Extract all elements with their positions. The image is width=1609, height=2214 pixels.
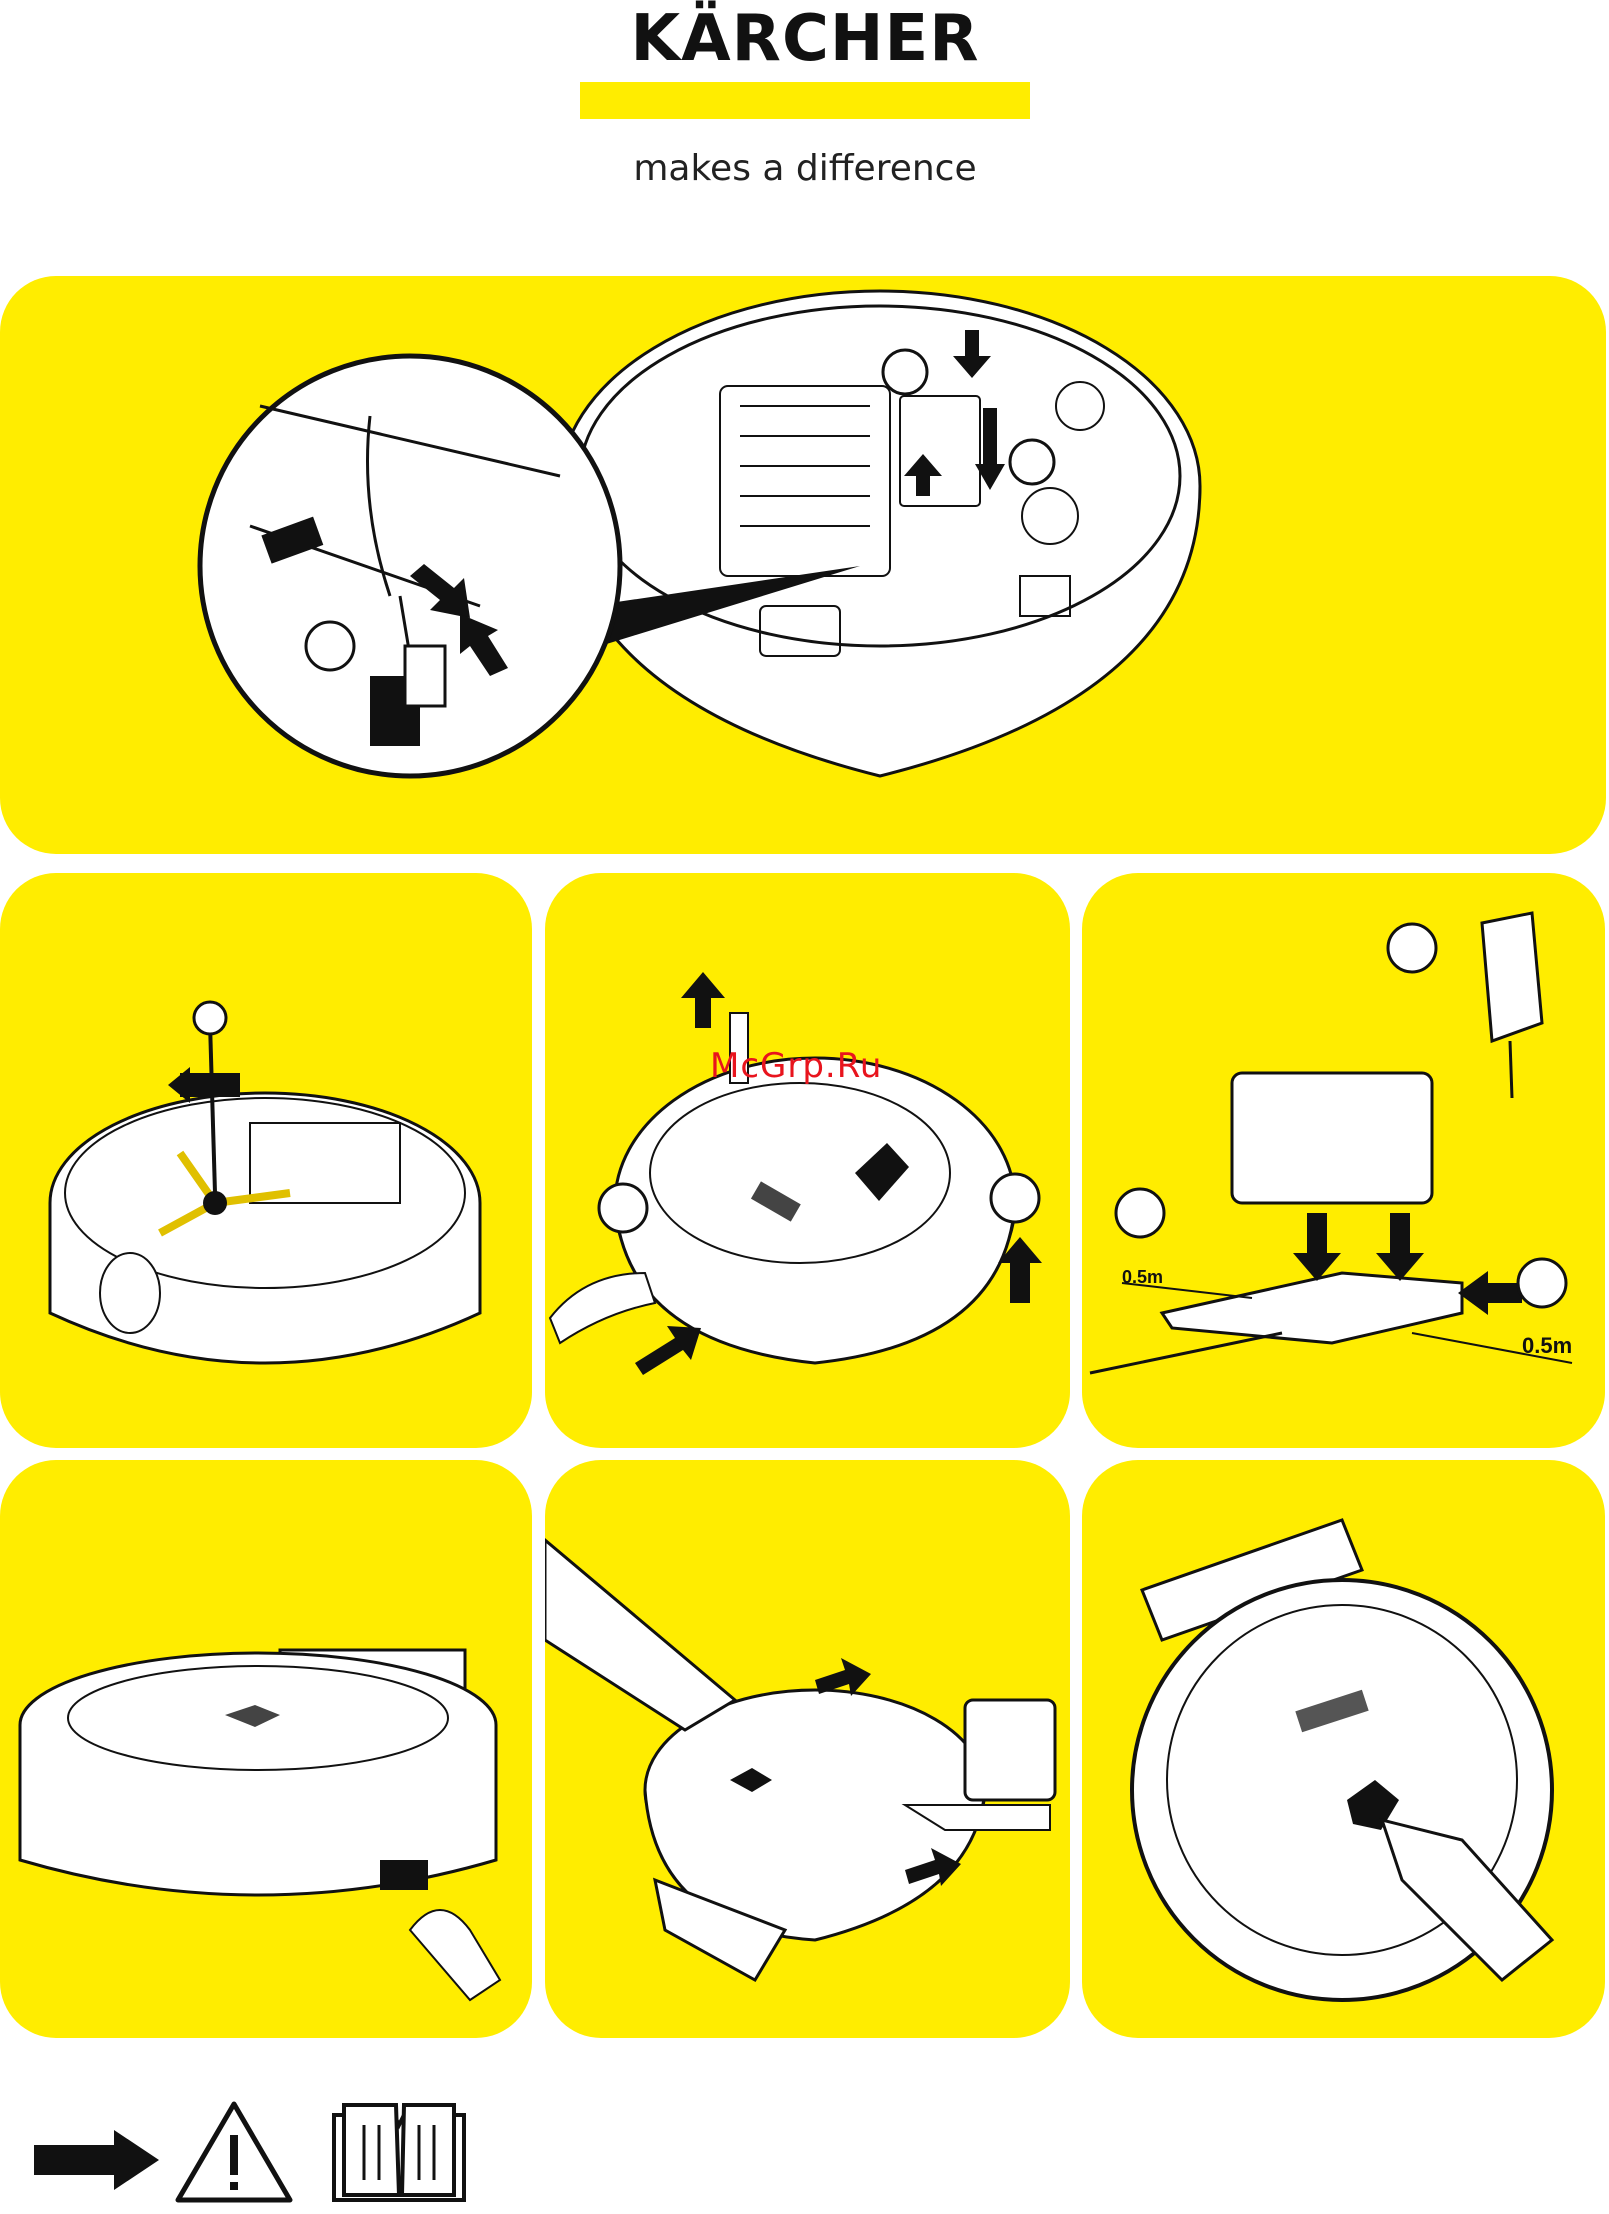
arrow-right-icon (34, 2130, 164, 2190)
distance-label-right: 0.5m (1522, 1333, 1572, 1358)
step-panel-protective-strips (545, 873, 1070, 1448)
footer-icon-row (34, 2100, 474, 2205)
charging-station-icon (1232, 1073, 1432, 1203)
step-panel-side-brush (0, 873, 532, 1448)
step-panel-base-station-setup: 0.5m 0.5m (1082, 873, 1605, 1448)
step-panel-place-on-station (545, 1460, 1070, 2038)
warning-icon (174, 2100, 294, 2205)
power-adapter-icon (1482, 913, 1542, 1041)
step-panel-battery-connection (0, 276, 1606, 854)
hand-icon (545, 1540, 735, 1730)
step-panel-main-switch (0, 1460, 532, 2038)
main-switch-icon (380, 1860, 428, 1890)
finger-hand-icon (410, 1910, 500, 2000)
brand-logo: KÄRCHER (575, 8, 1035, 70)
step-panel-press-start (1082, 1460, 1605, 2038)
brand-logo-bar (580, 82, 1030, 119)
callout-circle-a (883, 350, 927, 394)
manual-book-icon (324, 2100, 474, 2205)
watermark: McGrp.Ru (710, 1046, 882, 1086)
hand-icon (550, 1273, 655, 1343)
up-arrow-icon (681, 972, 725, 1028)
distance-label-left: 0.5m (1122, 1267, 1163, 1287)
tagline: makes a difference (560, 148, 1050, 189)
robot-underside-illustration (0, 276, 1606, 854)
